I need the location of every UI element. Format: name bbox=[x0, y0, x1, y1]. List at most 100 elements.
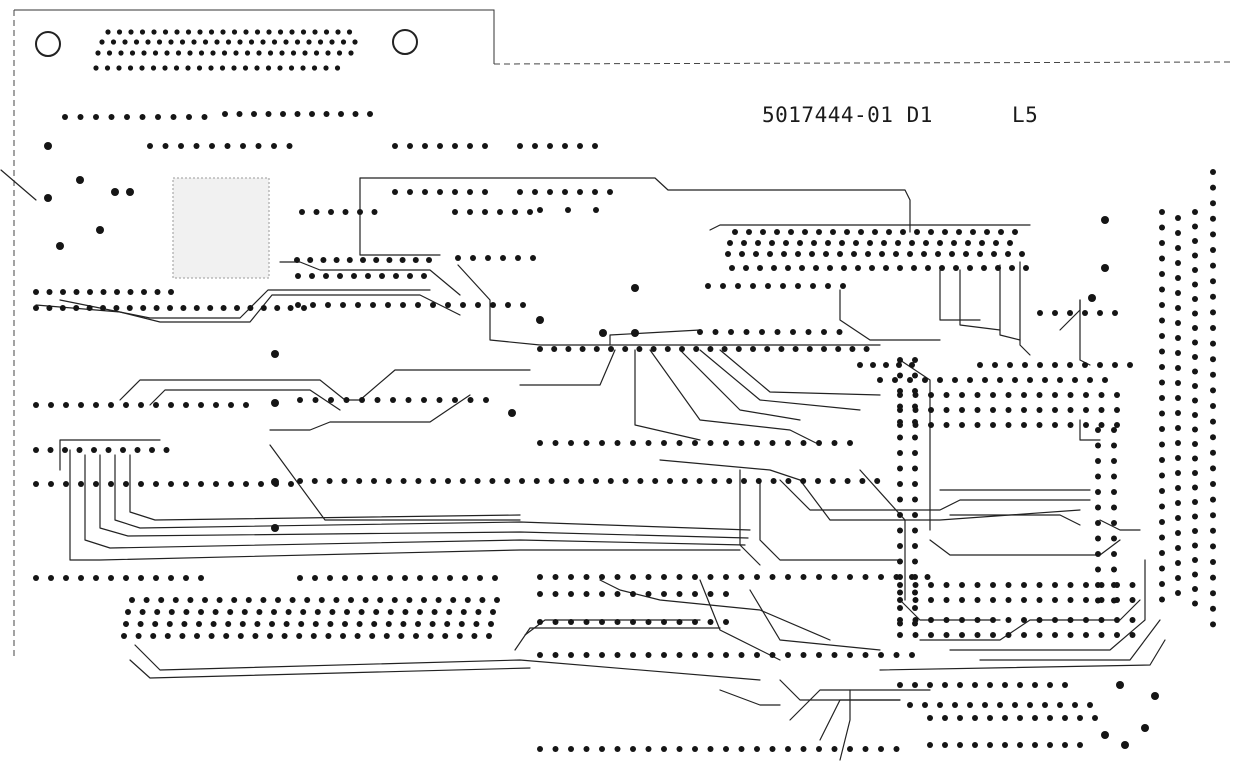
solder-pad bbox=[990, 597, 996, 603]
solder-pad bbox=[769, 440, 776, 446]
solder-pad bbox=[1052, 582, 1058, 588]
solder-pad bbox=[260, 305, 267, 311]
part-number-label: 5017444-01 D1 bbox=[762, 103, 933, 127]
solder-pad bbox=[149, 447, 155, 453]
solder-pad bbox=[460, 302, 466, 308]
solder-pad bbox=[956, 229, 962, 235]
solder-pad bbox=[897, 388, 903, 394]
solder-pad bbox=[168, 39, 174, 45]
solder-pad bbox=[667, 478, 673, 484]
solder-pad bbox=[393, 273, 399, 279]
solder-pad bbox=[738, 574, 745, 580]
solder-pad bbox=[147, 143, 153, 149]
solder-pad bbox=[151, 29, 157, 35]
solder-pad bbox=[170, 114, 177, 120]
solder-pad bbox=[707, 440, 714, 446]
solder-pad bbox=[123, 481, 129, 487]
solder-pad bbox=[105, 447, 112, 453]
solder-pad bbox=[1114, 617, 1120, 623]
solder-pad bbox=[754, 574, 760, 580]
solder-pad bbox=[692, 591, 698, 597]
solder-pad bbox=[928, 617, 934, 623]
solder-pad bbox=[398, 633, 405, 639]
solder-pad bbox=[271, 143, 277, 149]
solder-pad bbox=[482, 209, 488, 215]
solder-pad bbox=[1032, 715, 1038, 721]
solder-pad bbox=[959, 597, 965, 603]
solder-pad bbox=[456, 633, 463, 639]
solder-pad bbox=[755, 478, 762, 484]
solder-pad bbox=[912, 481, 918, 487]
solder-pad bbox=[442, 633, 449, 639]
solder-pad bbox=[269, 621, 275, 627]
solder-pad bbox=[599, 746, 605, 752]
solder-pad bbox=[909, 240, 915, 246]
solder-pad bbox=[417, 575, 423, 581]
solder-pad bbox=[328, 209, 334, 215]
solder-pad bbox=[1083, 392, 1089, 398]
solder-pad bbox=[967, 702, 973, 708]
solder-pad bbox=[100, 305, 106, 311]
solder-pad bbox=[362, 597, 369, 603]
solder-pad bbox=[1067, 310, 1073, 316]
solder-pad bbox=[1021, 617, 1027, 623]
solder-pad bbox=[974, 617, 981, 623]
solder-pad bbox=[897, 620, 903, 627]
solder-pad bbox=[1111, 442, 1117, 449]
solder-pad bbox=[221, 50, 228, 56]
solder-pad bbox=[897, 403, 903, 410]
solder-pad bbox=[809, 251, 815, 257]
solder-pad bbox=[474, 478, 481, 484]
solder-pad bbox=[467, 143, 473, 149]
solder-pad bbox=[924, 574, 931, 580]
solder-pad bbox=[912, 527, 918, 534]
solder-pad bbox=[537, 591, 543, 597]
solder-pad bbox=[1083, 407, 1089, 413]
solder-pad bbox=[1192, 542, 1198, 549]
solder-pad bbox=[1098, 632, 1105, 638]
solder-pad bbox=[473, 621, 480, 627]
solder-pad bbox=[1083, 582, 1089, 588]
solder-pad bbox=[707, 574, 714, 580]
solder-pad bbox=[311, 478, 318, 484]
solder-pad bbox=[180, 305, 187, 311]
solder-pad bbox=[422, 143, 428, 149]
solder-pad bbox=[912, 682, 918, 688]
solder-pad bbox=[1095, 504, 1101, 511]
solder-pad bbox=[1005, 251, 1011, 257]
solder-pad bbox=[1005, 407, 1012, 413]
solder-pad bbox=[1023, 265, 1029, 271]
solder-pad bbox=[254, 65, 260, 71]
solder-pad bbox=[1175, 350, 1181, 356]
solder-pad bbox=[1111, 551, 1117, 557]
solder-pad bbox=[943, 632, 950, 638]
solder-pad bbox=[765, 283, 771, 289]
solder-pad bbox=[723, 440, 729, 446]
solder-pad bbox=[1159, 271, 1165, 277]
solder-pad bbox=[1042, 377, 1048, 383]
solder-pad bbox=[126, 305, 133, 311]
solder-pad bbox=[310, 302, 316, 308]
solder-pad bbox=[987, 682, 993, 688]
solder-pad bbox=[1092, 715, 1098, 721]
solder-pad bbox=[863, 346, 870, 352]
solder-pad bbox=[1159, 534, 1165, 541]
solder-pad bbox=[216, 597, 223, 603]
solder-pad bbox=[825, 283, 831, 289]
solder-pad bbox=[837, 251, 843, 257]
solder-pad bbox=[982, 702, 988, 708]
solder-pad bbox=[911, 265, 917, 271]
solder-pad bbox=[412, 257, 419, 263]
solder-pad bbox=[248, 39, 255, 45]
solder-pad bbox=[878, 746, 884, 752]
solder-pad bbox=[883, 265, 889, 271]
solder-pad bbox=[373, 609, 380, 615]
solder-pad bbox=[196, 621, 202, 627]
solder-pad bbox=[358, 609, 365, 615]
solder-pad bbox=[437, 143, 443, 149]
solder-pad bbox=[237, 633, 244, 639]
solder-pad bbox=[455, 255, 461, 261]
solder-pad bbox=[630, 574, 636, 580]
solder-pad bbox=[1210, 574, 1216, 581]
via-pad bbox=[271, 399, 279, 407]
